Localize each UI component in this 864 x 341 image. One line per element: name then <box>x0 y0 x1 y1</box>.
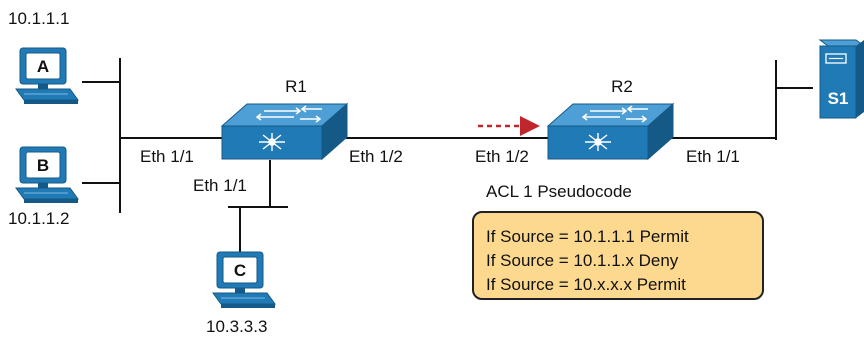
host-b-ip: 10.1.1.2 <box>8 209 69 228</box>
acl-line-1: If Source = 10.1.1.1 Permit <box>486 227 689 246</box>
router-icon <box>547 103 674 160</box>
host-c-letter: C <box>234 261 246 280</box>
acl-line-2: If Source = 10.1.1.x Deny <box>486 251 679 270</box>
r2-if-right: Eth 1/1 <box>686 147 740 166</box>
host-b-letter: B <box>37 156 49 175</box>
server-icon <box>818 39 864 119</box>
router-icon <box>221 103 348 160</box>
host-c-ip: 10.3.3.3 <box>206 317 267 336</box>
host-a-ip: 10.1.1.1 <box>8 9 69 28</box>
host-a-letter: A <box>37 57 49 76</box>
acl-title: ACL 1 Pseudocode <box>486 182 632 201</box>
host-a[interactable]: A <box>15 47 79 105</box>
acl-box <box>472 211 764 300</box>
server-s1-label: S1 <box>828 89 849 108</box>
router-r2[interactable] <box>547 103 674 160</box>
acl-line-3: If Source = 10.x.x.x Permit <box>486 275 686 294</box>
host-c[interactable]: C <box>212 251 276 309</box>
r1-if-bottom: Eth 1/1 <box>193 176 247 195</box>
router-r2-name: R2 <box>611 77 633 96</box>
router-r1[interactable] <box>221 103 348 160</box>
r2-if-left: Eth 1/2 <box>475 147 529 166</box>
server-s1[interactable]: S1 <box>818 39 864 119</box>
r1-if-left: Eth 1/1 <box>140 147 194 166</box>
r1-if-right: Eth 1/2 <box>349 147 403 166</box>
host-b[interactable]: B <box>15 146 79 204</box>
router-r1-name: R1 <box>285 77 307 96</box>
